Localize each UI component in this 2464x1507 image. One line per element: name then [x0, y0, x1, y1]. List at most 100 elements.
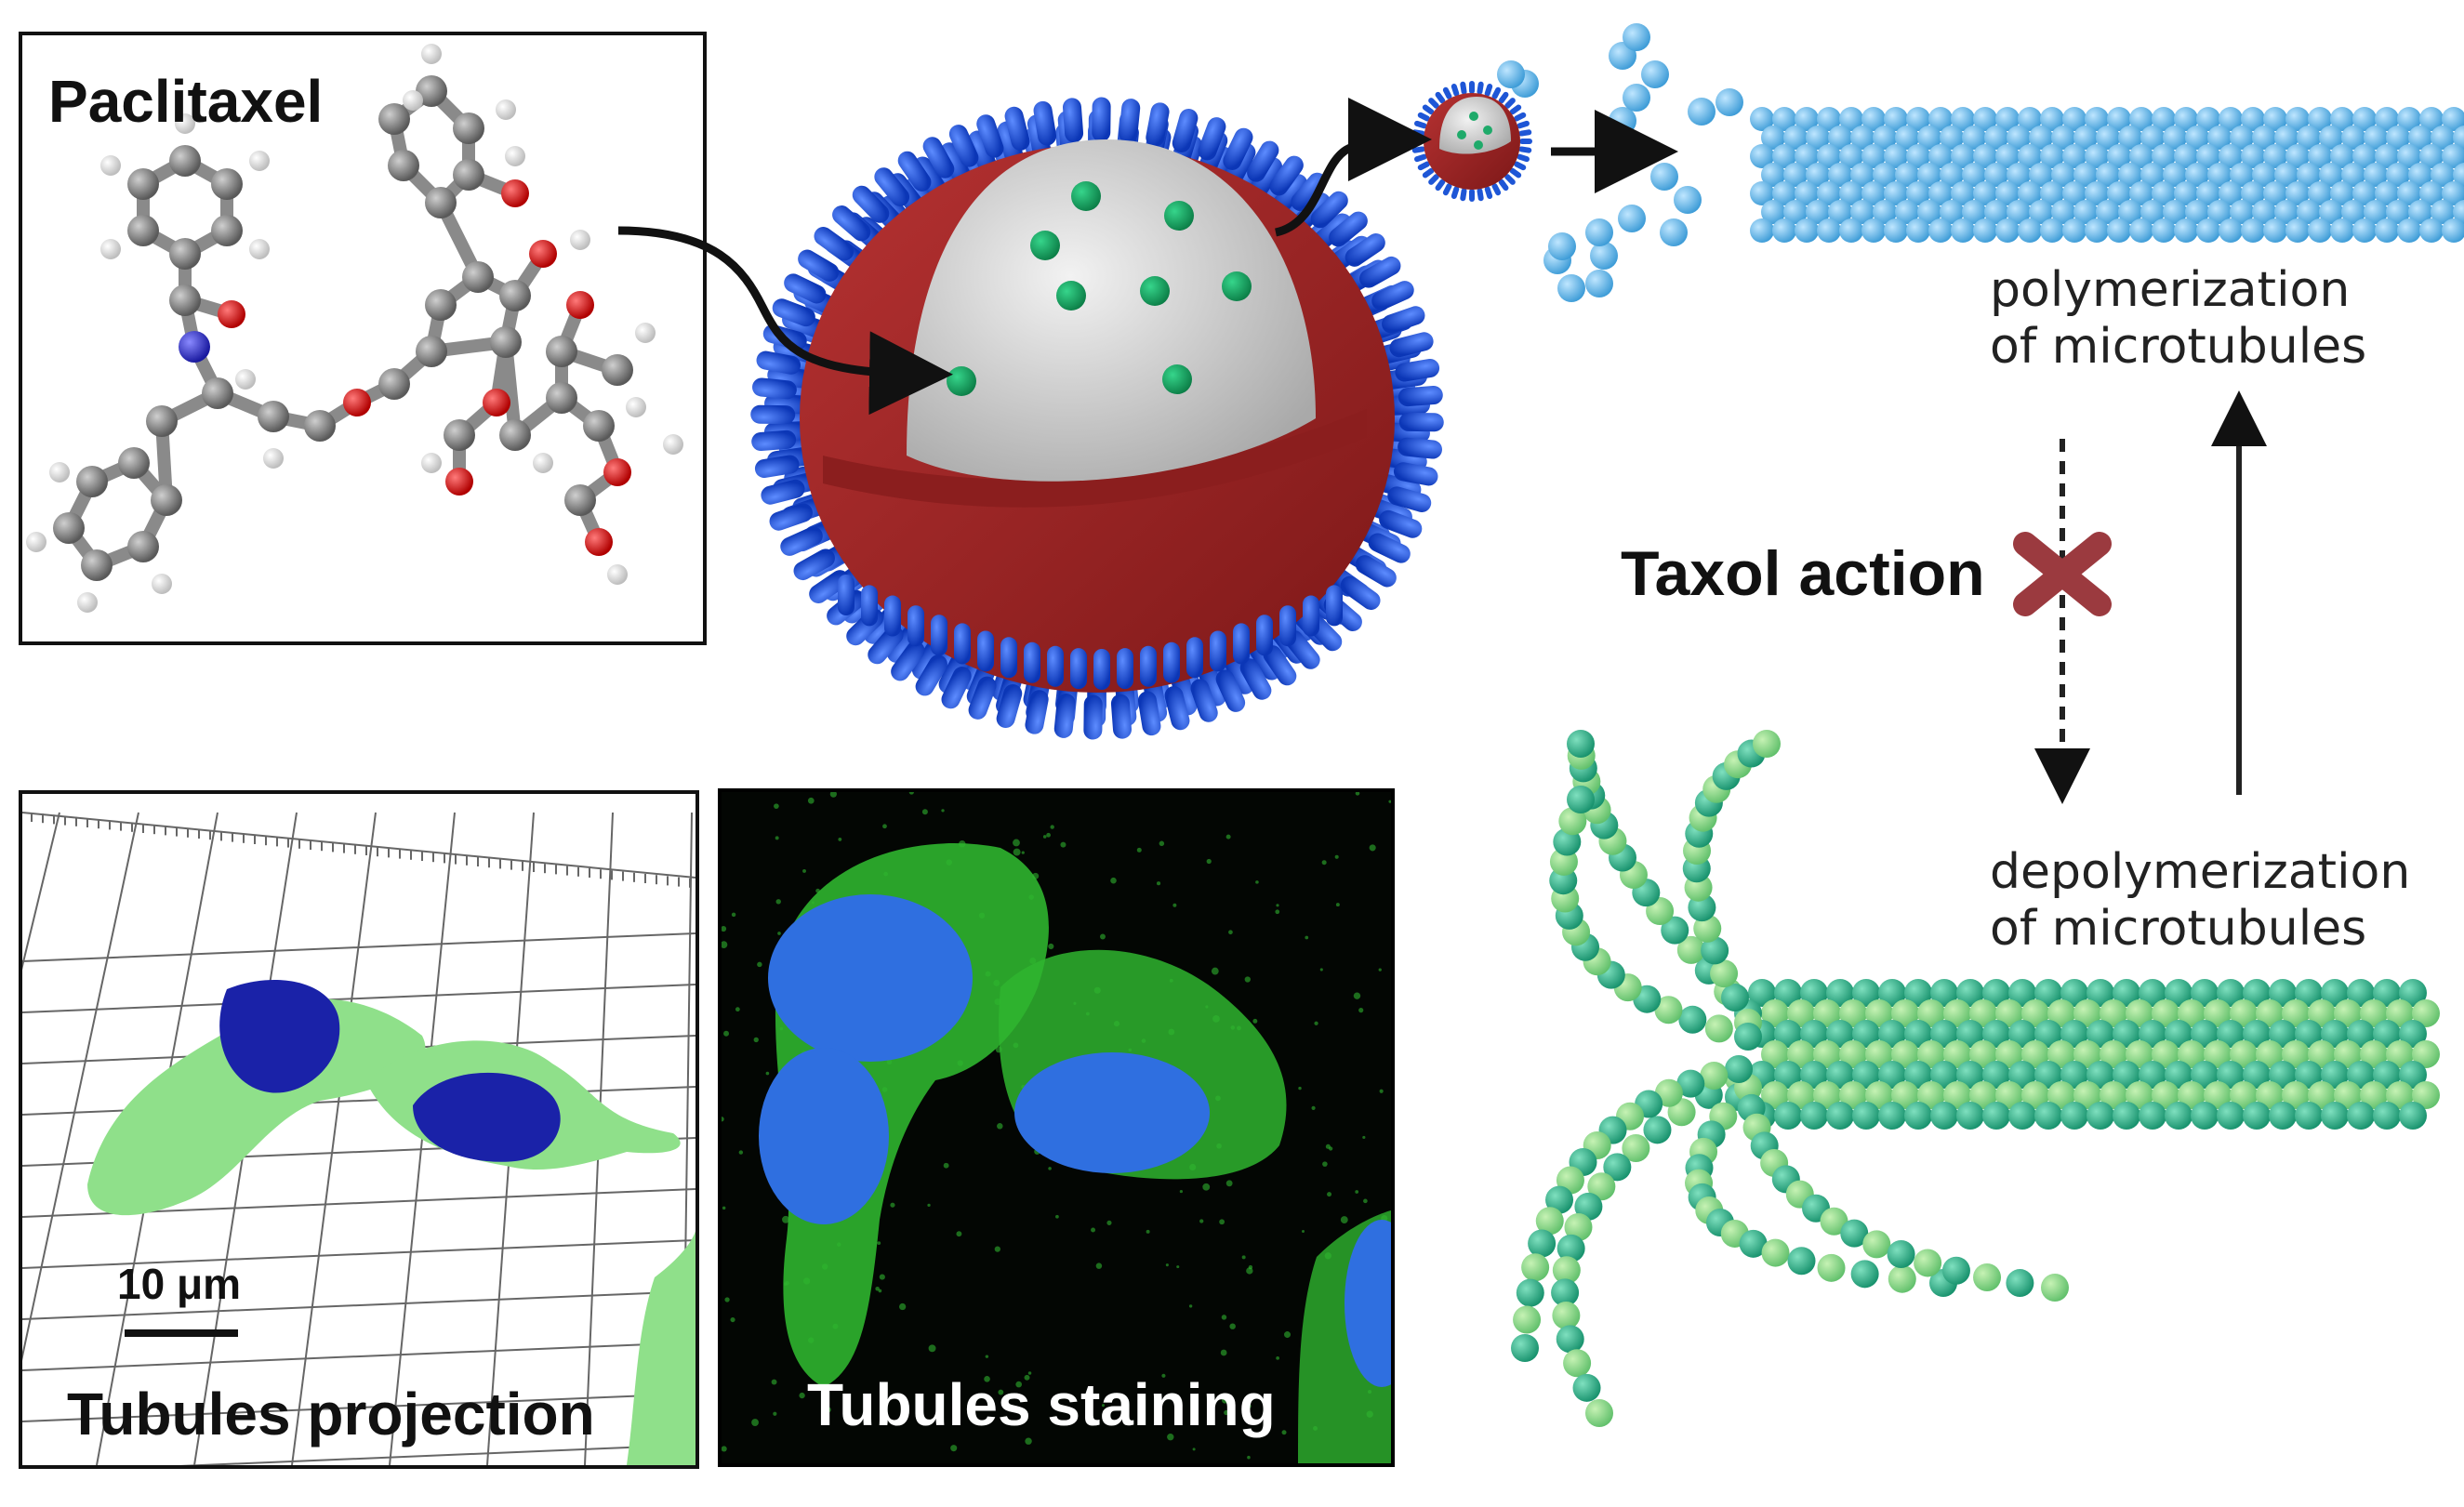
micelle-headgroup [1263, 645, 1297, 686]
fluorescent-speck [1355, 792, 1360, 796]
micelle-headgroup [1224, 652, 1254, 694]
tubulin-bead [2060, 1061, 2088, 1089]
micelle-headgroup [763, 421, 809, 442]
tubulin-bead [2029, 200, 2053, 224]
tubulin-bead [1929, 1269, 1957, 1297]
tubulin-bead [1904, 1102, 1932, 1130]
fluorescent-speck [775, 899, 781, 905]
tubulin-bead [1928, 218, 1953, 243]
hydrogen-atom [49, 462, 70, 483]
tubulin-bead [1739, 1229, 1768, 1258]
fluorescent-speck [921, 809, 928, 815]
fluorescent-speck [994, 1246, 1000, 1252]
fluorescent-speck [878, 1289, 882, 1293]
tubulin-bead [2241, 181, 2265, 205]
tubulin-bead [2178, 1081, 2206, 1109]
tubulin-bead [1884, 107, 1908, 131]
grid-line [22, 812, 60, 971]
tubulin-bead [1716, 88, 1743, 116]
tubulin-bead [1583, 947, 1611, 976]
tubulin-bead [2086, 979, 2114, 1007]
tubulin-bead [1982, 1061, 2010, 1089]
drug-molecule-dot [1474, 140, 1483, 150]
micelle-headgroup [778, 378, 824, 401]
tubulin-bead [2107, 107, 2131, 131]
fluorescent-speck [802, 868, 806, 873]
micelle-headgroup [792, 320, 836, 348]
tubulin-bead [1734, 1074, 1762, 1102]
micelle-headgroup [838, 575, 854, 615]
tubulin-bead [1962, 163, 1986, 187]
fluorescent-speck [731, 912, 736, 918]
tubulin-bead [2408, 200, 2432, 224]
tubulin-bead [1884, 218, 1908, 243]
micelle-headgroup [803, 292, 847, 322]
tubulin-bead [1650, 163, 1678, 191]
tubulin-bead [1598, 1116, 1627, 1144]
nucleus-stain-3 [1014, 1052, 1210, 1173]
fluorescent-speck [1362, 1135, 1366, 1140]
tubulin-bead [1748, 979, 1776, 1007]
tubulin-bead [1724, 750, 1753, 779]
tubulin-bead [2352, 181, 2377, 205]
tubulin-bead [1878, 1102, 1906, 1130]
micelle-headgroup [1210, 630, 1226, 672]
tubulin-bead [2360, 999, 2388, 1027]
tubulin-bead [1695, 1196, 1724, 1224]
tubulin-bead [2243, 1020, 2271, 1048]
fluorescent-speck [1161, 1373, 1166, 1378]
tubulin-bead [1545, 1185, 1574, 1214]
carbon-atom [499, 419, 531, 451]
tubulin-bead [1852, 1102, 1880, 1130]
micelle-headgroup [1230, 635, 1262, 677]
tubulin-bead [1701, 936, 1729, 965]
micelle-headgroup [913, 156, 947, 198]
tubulin-bead [1697, 1120, 1726, 1149]
tubulin-bead [1556, 1325, 1584, 1354]
drug-molecule-dot [1056, 281, 1086, 311]
carbon-atom [53, 512, 85, 544]
tubulin-bead [1917, 126, 1941, 150]
micelle-headgroup [1498, 91, 1509, 104]
carbon-atom [169, 284, 201, 316]
projection-3d-render [22, 812, 695, 1465]
micelle-headgroup [1070, 648, 1087, 690]
hydrogen-atom [421, 44, 442, 64]
tubulin-bead [2062, 218, 2086, 243]
hydrogen-atom [235, 369, 256, 390]
tubulin-bead [1891, 1040, 1919, 1068]
tubulin-bead [1943, 999, 1971, 1027]
fluorescent-speck [825, 1407, 831, 1413]
micelle-headgroup [1518, 129, 1532, 137]
fluorescent-speck [1220, 1349, 1227, 1356]
paclitaxel-panel: Paclitaxel [19, 32, 707, 645]
micelle-headgroup [1284, 630, 1320, 669]
tubulin-bead [1865, 1081, 1893, 1109]
fluorescent-speck [1340, 1216, 1348, 1223]
micelle-headgroup [1272, 174, 1308, 214]
tubulin-bead [2412, 1081, 2440, 1109]
micelle-headgroup [1340, 575, 1381, 610]
tubulin-bead [2096, 200, 2120, 224]
micelle-headgroup [756, 350, 801, 375]
micelle-headgroup [852, 185, 890, 223]
micelle-headgroup [1239, 658, 1272, 700]
fluorescent-speck [1276, 1355, 1279, 1360]
micelle-headgroup [884, 595, 901, 637]
micelle-headgroup [1422, 104, 1435, 115]
micelle-headgroup [1368, 533, 1411, 563]
micelle-headgroup [1249, 157, 1283, 198]
tubulin-bead [2139, 1061, 2166, 1089]
carbon-atom [127, 168, 159, 200]
tubulin-bead [2285, 107, 2310, 131]
fluorescent-speck [890, 1202, 895, 1208]
tubulin-bead [2100, 1040, 2127, 1068]
tubulin-bead [2191, 1102, 2219, 1130]
tubulin-bead [1585, 1399, 1613, 1427]
tubulin-bead [2243, 1102, 2271, 1130]
tubulin-bead [1549, 866, 1578, 895]
tubulin-bead [2204, 1081, 2232, 1109]
tubulin-bead [2308, 218, 2332, 243]
micelle-headgroup [782, 310, 826, 338]
